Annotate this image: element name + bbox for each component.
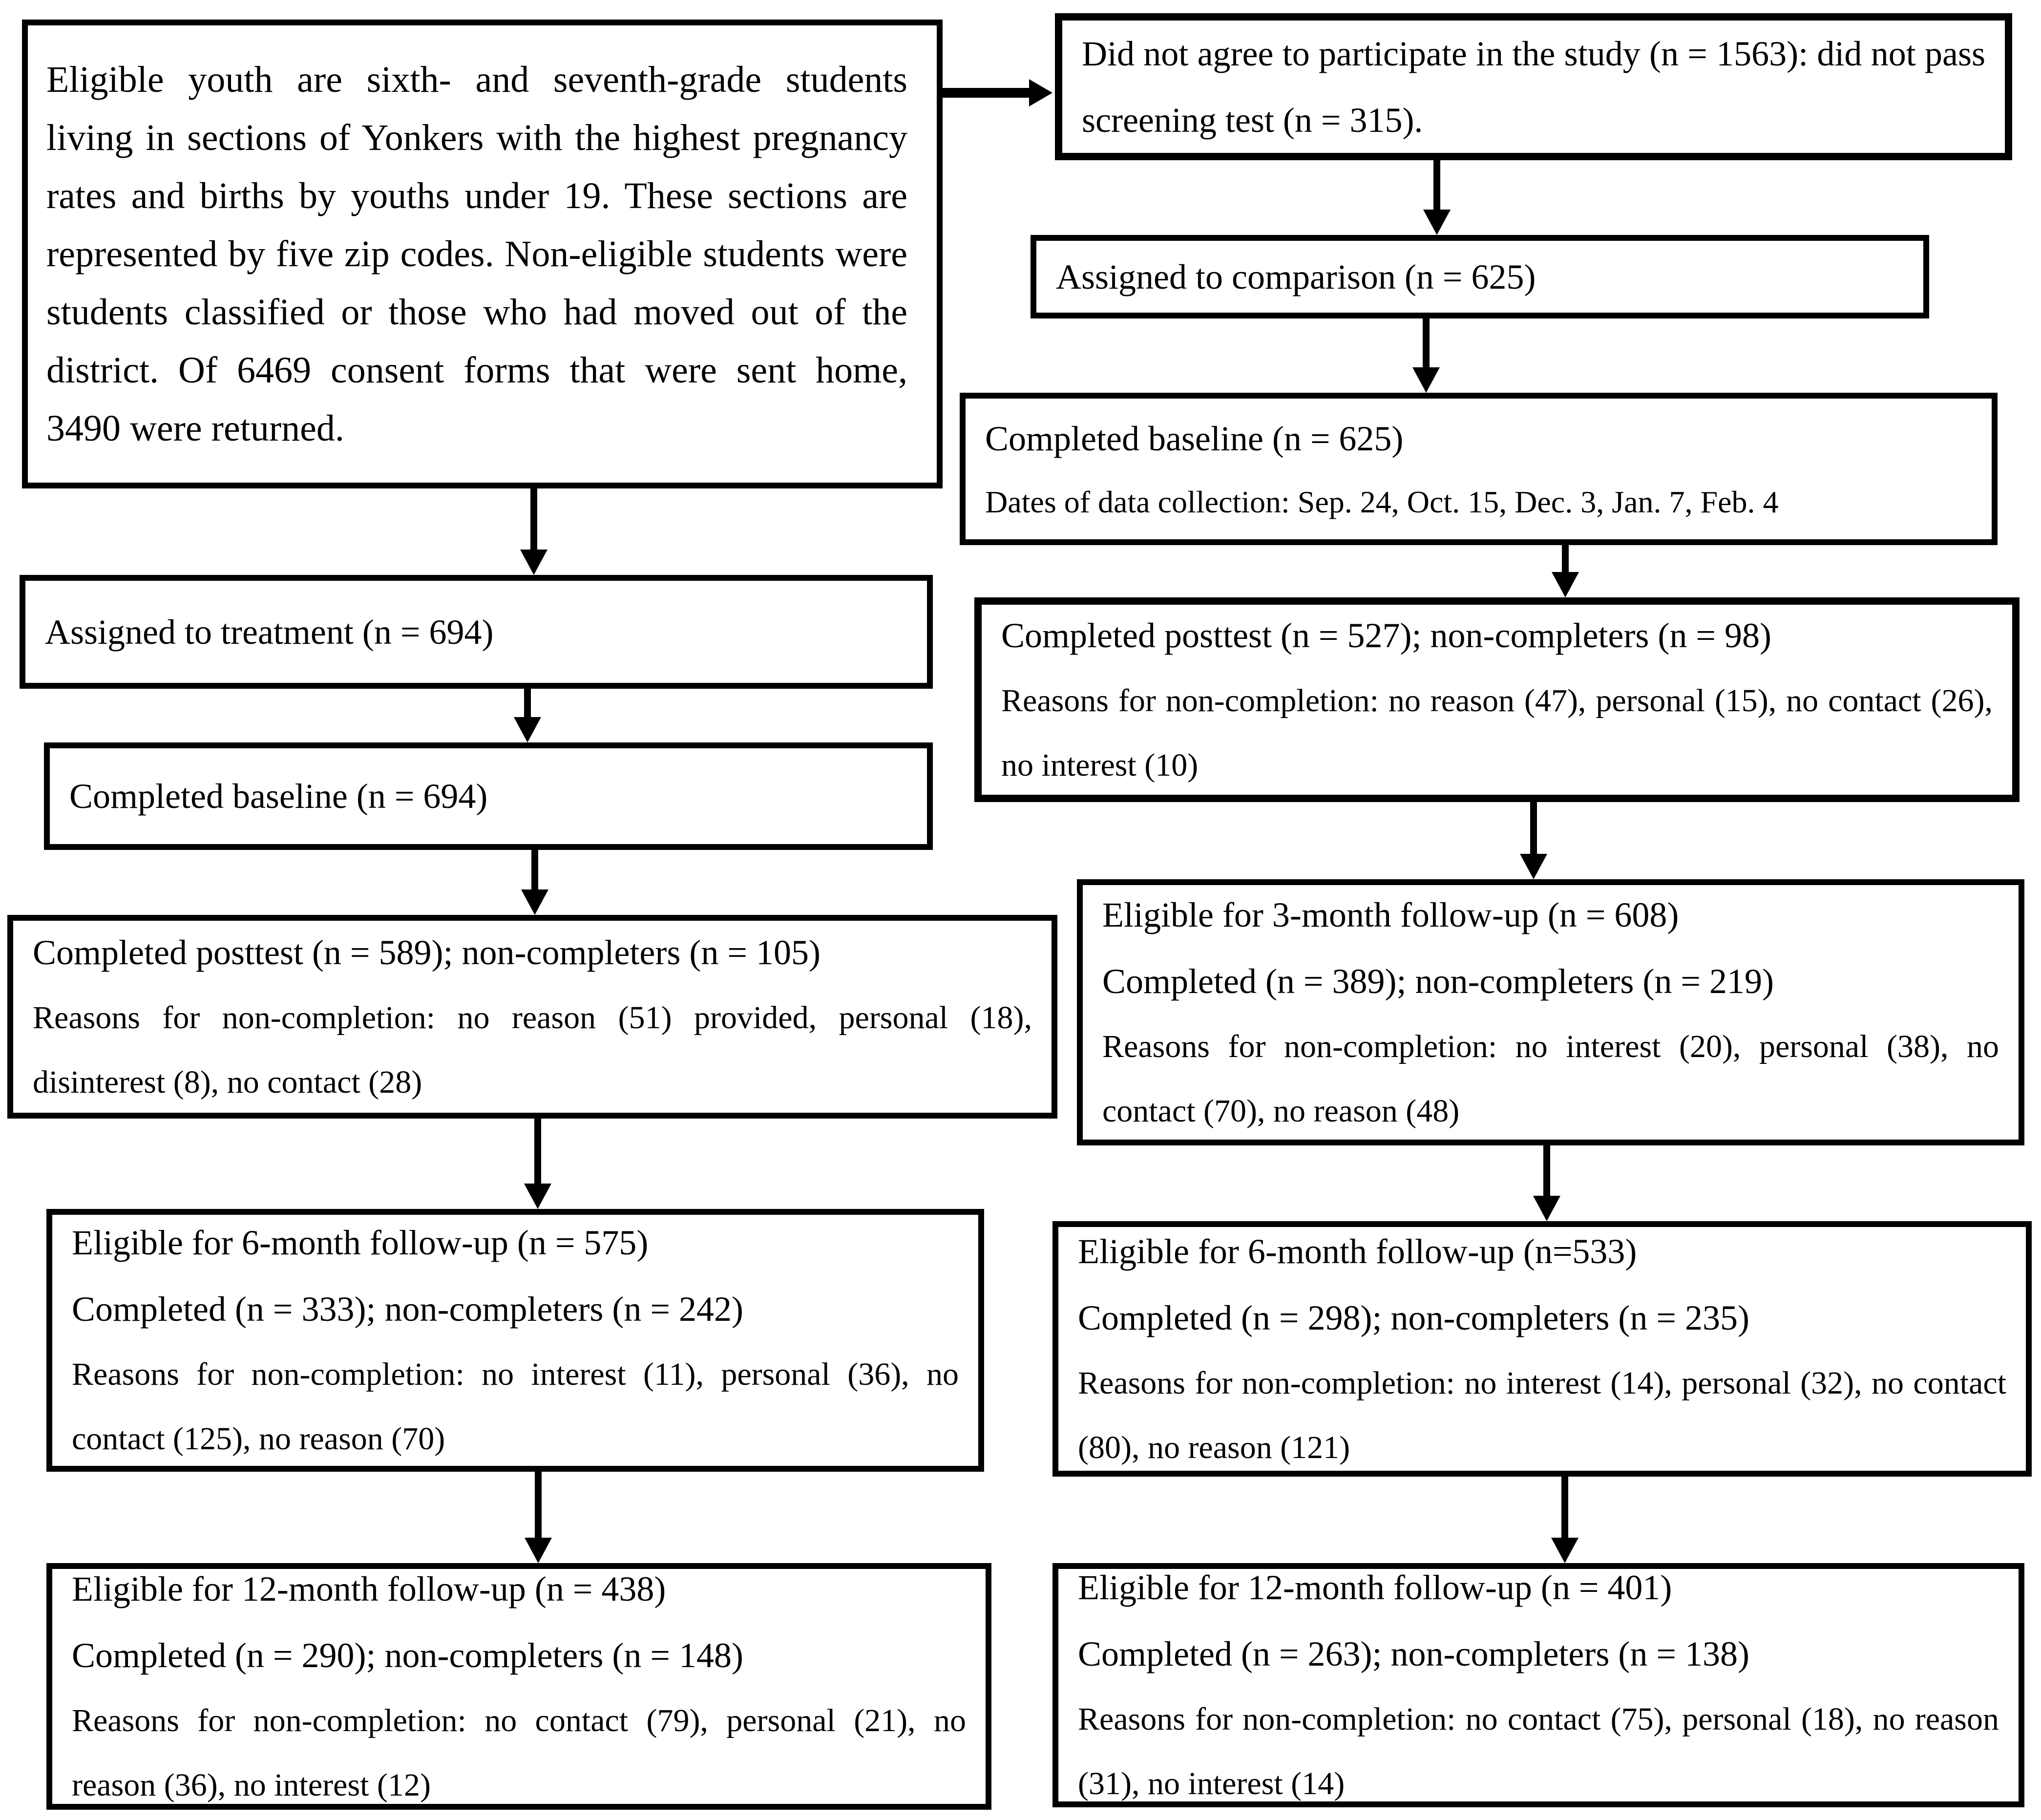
6month-comparison-completed: Completed (n = 298); non-completers (n =…	[1078, 1298, 1749, 1337]
arrow-shaft	[1562, 545, 1569, 572]
12month-comparison-completed: Completed (n = 263); non-completers (n =…	[1078, 1634, 1749, 1673]
arrow-shaft	[535, 1472, 542, 1538]
3month-comparison-header: Eligible for 3-month follow-up (n = 608)	[1102, 895, 1679, 934]
arrow-did-not-agree-to-assigned-comparison	[1423, 160, 1451, 235]
posttest-comparison-header: Completed posttest (n = 527); non-comple…	[1001, 615, 1771, 655]
arrow-down-head-icon	[1533, 1196, 1560, 1221]
arrow-shaft	[1530, 802, 1537, 854]
6month-comparison-header: Eligible for 6-month follow-up (n=533)	[1078, 1231, 1637, 1271]
12month-comparison-reasons: Reasons for non-completion: no contact (…	[1078, 1701, 1999, 1801]
box-assigned-comparison: Assigned to comparison (n = 625)	[1031, 235, 1929, 318]
box-6month-followup-treatment: Eligible for 6-month follow-up (n = 575)…	[46, 1209, 984, 1472]
posttest-treatment-reasons: Reasons for non-completion: no reason (5…	[33, 999, 1032, 1100]
arrow-6month-to-12month-treatment	[525, 1472, 552, 1563]
arrow-down-head-icon	[1423, 210, 1451, 235]
arrow-down-head-icon	[524, 1184, 551, 1209]
box-posttest-treatment: Completed posttest (n = 589); non-comple…	[7, 915, 1057, 1119]
box-eligibility-note: Eligible youth are sixth- and seventh-gr…	[22, 20, 943, 488]
arrow-shaft	[531, 850, 538, 889]
assigned-treatment-text: Assigned to treatment (n = 694)	[45, 612, 494, 652]
completed-baseline-comparison-header: Completed baseline (n = 625)	[985, 419, 1404, 458]
arrow-shaft	[524, 689, 531, 717]
arrow-shaft	[530, 488, 537, 550]
box-posttest-comparison: Completed posttest (n = 527); non-comple…	[974, 597, 2020, 802]
box-12month-followup-comparison: Eligible for 12-month follow-up (n = 401…	[1052, 1563, 2024, 1807]
box-3month-followup-comparison: Eligible for 3-month follow-up (n = 608)…	[1077, 879, 2024, 1145]
arrow-shaft	[1561, 1477, 1568, 1538]
arrow-down-head-icon	[521, 889, 548, 915]
arrow-down-head-icon	[1520, 854, 1547, 879]
arrow-down-head-icon	[1551, 1538, 1578, 1563]
arrow-6month-to-12month-comparison	[1551, 1477, 1578, 1563]
arrow-down-head-icon	[514, 717, 541, 742]
3month-comparison-reasons: Reasons for non-completion: no interest …	[1102, 1028, 1999, 1129]
completed-baseline-comparison-dates: Dates of data collection: Sep. 24, Oct. …	[985, 485, 1779, 519]
6month-treatment-header: Eligible for 6-month follow-up (n = 575)	[72, 1223, 649, 1262]
12month-comparison-header: Eligible for 12-month follow-up (n = 401…	[1078, 1568, 1672, 1607]
arrow-down-head-icon	[1412, 367, 1440, 393]
12month-treatment-header: Eligible for 12-month follow-up (n = 438…	[72, 1569, 666, 1608]
arrow-shaft	[943, 88, 1029, 98]
box-did-not-agree: Did not agree to participate in the stud…	[1055, 13, 2012, 160]
arrow-shaft	[1433, 160, 1440, 210]
arrow-eligibility-to-assigned-treatment	[520, 488, 547, 575]
3month-comparison-completed: Completed (n = 389); non-completers (n =…	[1102, 961, 1774, 1001]
arrow-right-head-icon	[1029, 79, 1052, 106]
6month-comparison-reasons: Reasons for non-completion: no interest …	[1078, 1365, 2006, 1465]
completed-baseline-treatment-text: Completed baseline (n = 694)	[69, 777, 488, 816]
arrow-down-head-icon	[525, 1538, 552, 1563]
12month-treatment-reasons: Reasons for non-completion: no contact (…	[72, 1702, 966, 1803]
eligibility-note-text: Eligible youth are sixth- and seventh-gr…	[46, 59, 907, 449]
arrow-shaft	[1543, 1145, 1550, 1196]
arrow-assigned-treatment-to-baseline	[514, 689, 541, 742]
6month-treatment-reasons: Reasons for non-completion: no interest …	[72, 1356, 959, 1457]
assigned-comparison-text: Assigned to comparison (n = 625)	[1056, 257, 1536, 296]
arrow-baseline-to-posttest-treatment	[521, 850, 548, 915]
arrow-down-head-icon	[1552, 572, 1579, 597]
arrow-posttest-to-3month-comparison	[1520, 802, 1547, 879]
arrow-shaft	[1423, 318, 1430, 367]
arrow-down-head-icon	[520, 550, 547, 575]
arrow-assigned-comparison-to-baseline	[1412, 318, 1440, 393]
arrow-eligibility-to-did-not-agree	[943, 79, 1052, 106]
box-6month-followup-comparison: Eligible for 6-month follow-up (n=533) C…	[1052, 1221, 2032, 1477]
box-completed-baseline-comparison: Completed baseline (n = 625) Dates of da…	[960, 393, 1998, 545]
box-assigned-treatment: Assigned to treatment (n = 694)	[20, 575, 933, 689]
arrow-shaft	[534, 1119, 541, 1184]
arrow-3month-to-6month-comparison	[1533, 1145, 1560, 1221]
posttest-treatment-header: Completed posttest (n = 589); non-comple…	[33, 932, 821, 972]
12month-treatment-completed: Completed (n = 290); non-completers (n =…	[72, 1635, 743, 1675]
posttest-comparison-reasons: Reasons for non-completion: no reason (4…	[1001, 682, 1993, 783]
arrow-baseline-to-posttest-comparison	[1552, 545, 1579, 597]
box-completed-baseline-treatment: Completed baseline (n = 694)	[44, 742, 933, 850]
6month-treatment-completed: Completed (n = 333); non-completers (n =…	[72, 1290, 743, 1329]
arrow-posttest-to-6month-treatment	[524, 1119, 551, 1209]
did-not-agree-text: Did not agree to participate in the stud…	[1082, 34, 1985, 140]
box-12month-followup-treatment: Eligible for 12-month follow-up (n = 438…	[46, 1563, 991, 1810]
